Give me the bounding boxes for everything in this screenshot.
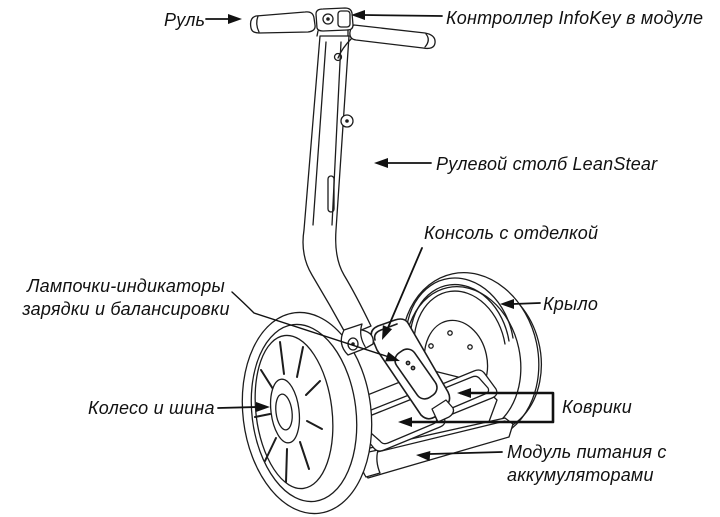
front-wheel: [241, 311, 373, 515]
label-power-module: Модуль питания с аккумуляторами: [507, 441, 667, 487]
label-power-module-line2: аккумуляторами: [507, 465, 654, 485]
callout-arrows: [205, 10, 555, 461]
infokey-module: [315, 7, 354, 32]
handlebar: [249, 7, 436, 59]
right-grip: [349, 24, 436, 50]
console-display: [394, 348, 438, 400]
label-console: Консоль с отделкой: [424, 223, 599, 243]
label-indicator-lights-line2: зарядки и балансировки: [22, 299, 230, 319]
label-mats: Коврики: [562, 397, 632, 417]
arrow-indicator-lights: [231, 291, 400, 362]
arrow-wheel: [217, 402, 270, 412]
arrow-steering-column: [374, 158, 432, 168]
wheel-spokes: [254, 341, 323, 483]
arrow-infokey: [351, 10, 443, 20]
steering-column: [302, 35, 374, 356]
arrow-fender: [500, 299, 541, 309]
label-power-module-line1: Модуль питания с: [507, 442, 667, 462]
label-indicator-lights-line1: Лампочки-индикаторы: [27, 276, 225, 296]
hub-bolt: [447, 330, 453, 336]
label-infokey: Контроллер InfoKey в модуле: [446, 8, 704, 28]
left-grip: [249, 11, 316, 34]
arrow-handlebar: [205, 14, 242, 24]
label-wheel-tire: Колесо и шина: [88, 398, 215, 418]
label-steering-column: Рулевой столб LeanStear: [436, 154, 658, 174]
hub-bolt: [467, 344, 473, 350]
indicator-light-dot: [410, 365, 416, 371]
console: [370, 318, 455, 423]
label-fender: Крыло: [543, 294, 599, 314]
label-indicator-lights: Лампочки-индикаторы зарядки и балансиров…: [16, 275, 236, 321]
hub-bolt: [428, 343, 434, 349]
arrow-console: [382, 247, 423, 340]
label-handlebar: Руль: [164, 10, 206, 30]
indicator-light-dot: [405, 360, 411, 366]
column-slot: [327, 175, 335, 213]
arrow-power-module: [416, 450, 503, 461]
arrow-mats-bracket: [398, 388, 555, 427]
